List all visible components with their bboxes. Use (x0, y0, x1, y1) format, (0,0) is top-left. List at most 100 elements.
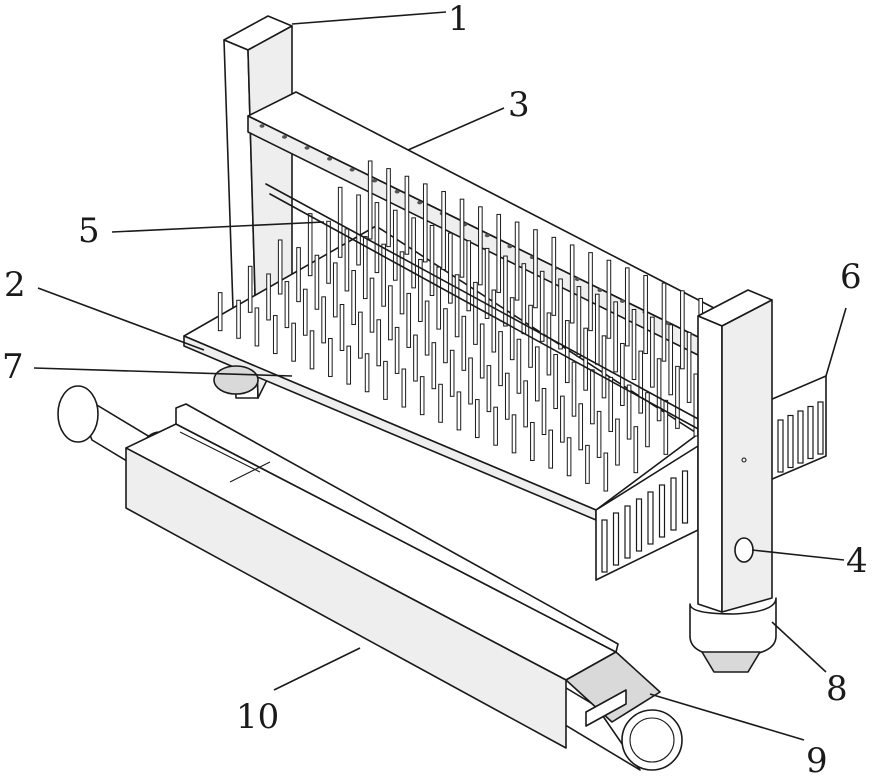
needle (402, 369, 406, 407)
needle (639, 351, 643, 413)
needle (547, 313, 551, 375)
needle (524, 381, 528, 427)
needle (485, 248, 489, 318)
comb-slot (818, 402, 823, 454)
needle (460, 199, 464, 277)
needle (597, 411, 601, 457)
needle (297, 248, 301, 302)
needle (657, 359, 661, 421)
leader-6 (826, 308, 846, 376)
needle (412, 218, 416, 288)
needle (345, 229, 349, 291)
needle (621, 343, 625, 405)
bar-hole (327, 157, 332, 161)
needle (595, 294, 599, 364)
needle (479, 207, 483, 285)
leader-8 (772, 622, 826, 672)
comb-slot (637, 499, 642, 551)
label-10: 10 (236, 697, 279, 737)
needle (552, 237, 556, 315)
comb-slot (683, 471, 688, 523)
comb-slot (614, 513, 619, 565)
needle (333, 263, 337, 317)
bar-hole (575, 277, 580, 281)
label-1: 1 (448, 0, 470, 39)
comb-slot (788, 416, 793, 468)
needle (469, 358, 473, 404)
bar-hole (597, 288, 602, 292)
needle (535, 347, 539, 401)
comb-slot (778, 420, 783, 472)
needle (368, 161, 372, 239)
needle (389, 286, 393, 340)
needle (457, 392, 461, 430)
needle (384, 361, 388, 399)
comb-slot (602, 520, 607, 572)
needle (534, 230, 538, 308)
needle (352, 271, 356, 325)
needle (497, 214, 501, 292)
leader-3 (408, 108, 504, 150)
needle (632, 310, 636, 380)
needle (687, 332, 691, 402)
label-5: 5 (78, 211, 100, 251)
needle (531, 422, 535, 460)
needle (327, 221, 331, 283)
needle (285, 282, 289, 328)
bar-hole (417, 201, 422, 205)
needle (651, 317, 655, 387)
needle (340, 305, 344, 351)
needle (614, 302, 618, 372)
needle (572, 362, 576, 416)
needle (579, 404, 583, 450)
needle (565, 321, 569, 383)
needle (627, 385, 631, 439)
needle (310, 331, 314, 369)
needle (425, 301, 429, 355)
needle (604, 453, 608, 491)
needle (329, 338, 333, 376)
needle (322, 297, 326, 343)
needle (586, 445, 590, 483)
needle (467, 241, 471, 311)
needle (559, 279, 563, 349)
needle (664, 400, 668, 454)
needle (357, 195, 361, 265)
bar-hole (485, 234, 490, 238)
needle (517, 339, 521, 393)
label-2: 2 (4, 265, 26, 305)
leader-10 (274, 648, 360, 690)
needle (400, 252, 404, 314)
needle (455, 275, 459, 337)
needle (278, 240, 282, 294)
needle (669, 325, 673, 395)
needle (430, 226, 434, 296)
needle (303, 289, 307, 335)
needle (499, 332, 503, 386)
needle (561, 396, 565, 442)
needle (444, 309, 448, 363)
comb-slot (798, 411, 803, 463)
needle (420, 377, 424, 415)
needle (432, 343, 436, 389)
needle (442, 192, 446, 270)
needle (607, 260, 611, 338)
needle (255, 308, 259, 346)
needle (359, 312, 363, 358)
comb-slot (808, 407, 813, 459)
needle (365, 354, 369, 392)
needle (248, 266, 252, 312)
needle (515, 222, 519, 300)
needle (338, 187, 342, 257)
needle (487, 366, 491, 412)
needle (510, 298, 514, 360)
needle (492, 290, 496, 352)
label-9: 9 (806, 741, 828, 781)
needle (634, 427, 638, 473)
needle (616, 419, 620, 465)
label-7: 7 (2, 347, 24, 387)
needle (512, 415, 516, 453)
bar-hole (305, 146, 310, 150)
needle (462, 316, 466, 370)
